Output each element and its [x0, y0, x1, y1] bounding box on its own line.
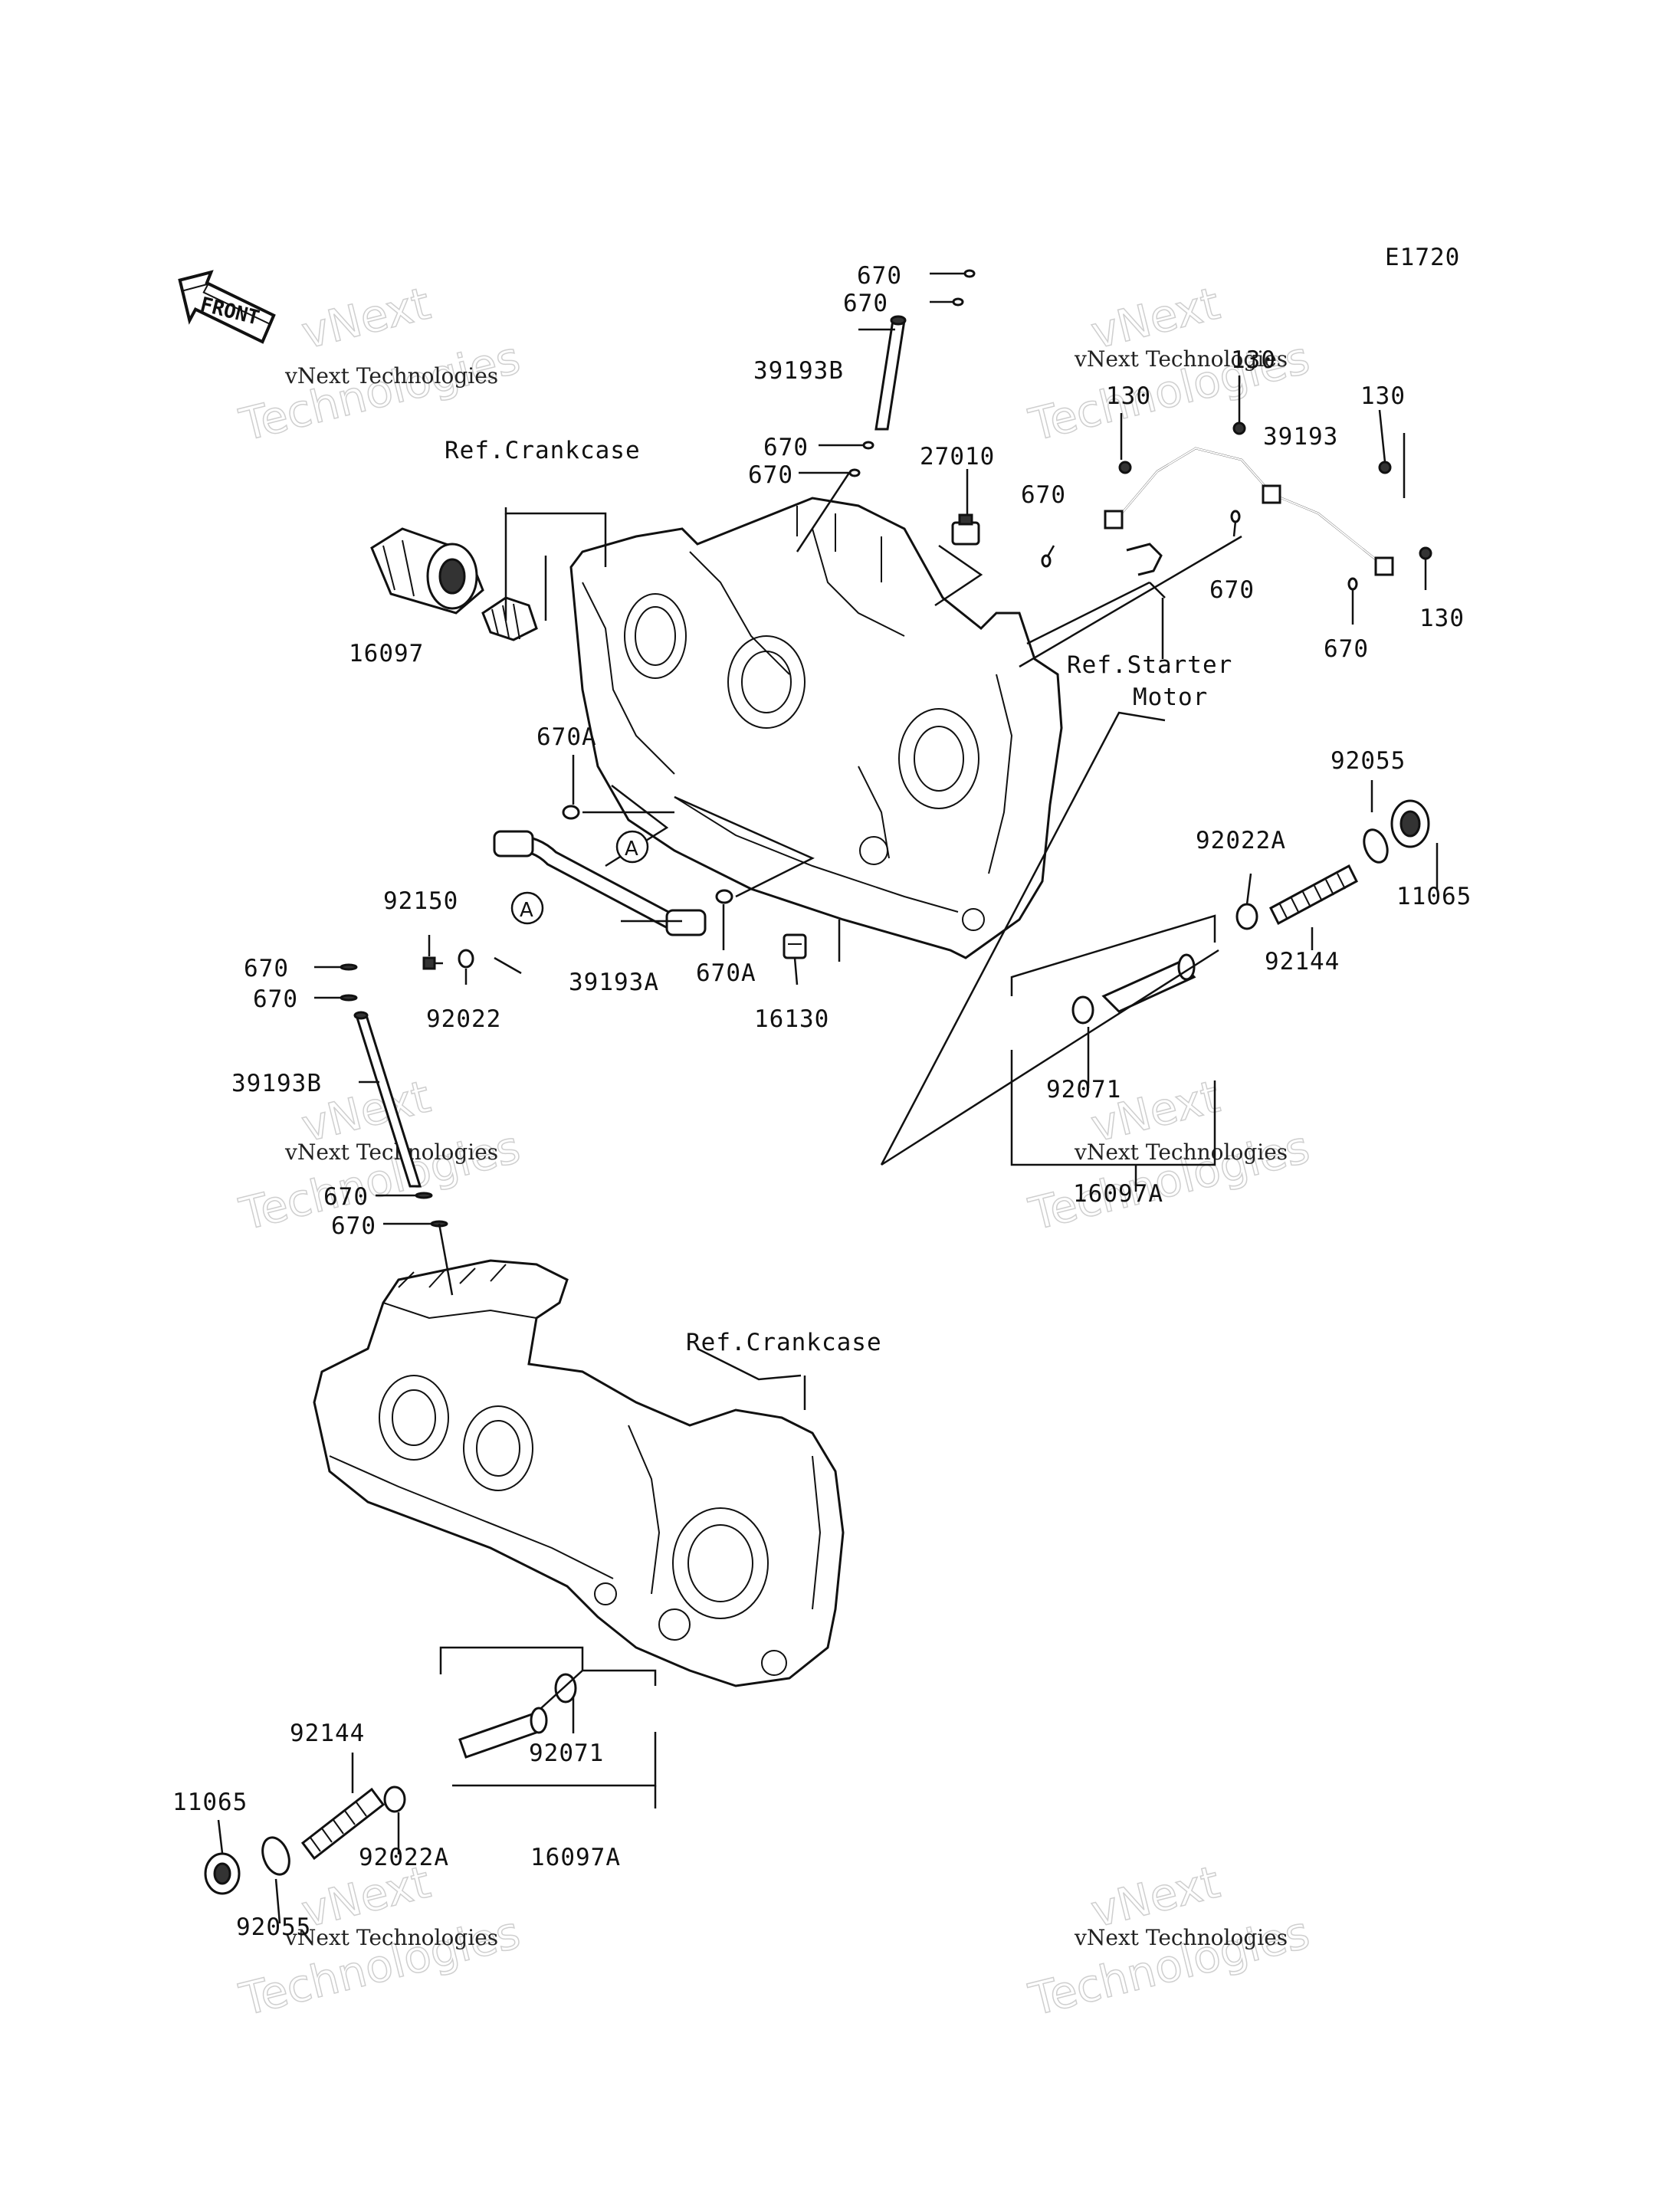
pipe-39193	[1041, 421, 1432, 591]
svg-text:vNext Technologies: vNext Technologies	[1074, 1139, 1288, 1165]
ref-crankcase-top: Ref.Crankcase	[445, 437, 641, 464]
label-670: 670	[323, 1183, 369, 1211]
label-27010: 27010	[920, 443, 995, 471]
fitting-16130	[783, 933, 807, 959]
label-670A: 670A	[696, 959, 756, 987]
watermark-top-left: vNext Technologies vNext Technologies	[234, 277, 525, 452]
label-92144: 92144	[1265, 948, 1340, 976]
label-130: 130	[1106, 382, 1151, 410]
svg-text:vNext Technologies: vNext Technologies	[284, 1925, 498, 1950]
label-670: 670	[763, 434, 809, 461]
svg-text:vNext Technologies: vNext Technologies	[1074, 1925, 1288, 1950]
svg-text:Technologies: Technologies	[1024, 1120, 1314, 1240]
label-92022A: 92022A	[359, 1844, 449, 1871]
ref-starter-motor-line2: Motor	[1133, 684, 1208, 711]
part-labels: 670 670 39193B 670 670 27010 130 130 130…	[172, 262, 1472, 1941]
crankcase-top	[569, 497, 1063, 959]
label-39193A: 39193A	[569, 969, 659, 996]
label-92055: 92055	[236, 1913, 311, 1941]
oil-filter-nipple	[481, 596, 538, 641]
label-39193B: 39193B	[753, 357, 844, 385]
label-92022: 92022	[426, 1005, 501, 1033]
bolt-92150	[422, 956, 443, 970]
label-670: 670	[244, 955, 289, 982]
svg-text:vNext Technologies: vNext Technologies	[284, 363, 498, 389]
relief-valve-lower	[204, 1673, 577, 1895]
svg-text:vNext Technologies: vNext Technologies	[1074, 346, 1288, 372]
label-670: 670	[857, 262, 902, 290]
label-92144: 92144	[290, 1720, 365, 1747]
label-670A: 670A	[536, 723, 597, 751]
label-16130: 16130	[754, 1005, 829, 1033]
svg-text:Technologies: Technologies	[235, 331, 525, 451]
label-670: 670	[843, 290, 888, 317]
svg-text:vNext Technologies: vNext Technologies	[284, 1139, 498, 1165]
label-16097A: 16097A	[1073, 1180, 1163, 1208]
label-130: 130	[1360, 382, 1406, 410]
label-670: 670	[1209, 576, 1255, 604]
pipe-39193B-top	[848, 269, 976, 477]
washer-92022	[458, 949, 474, 969]
oil-filter-16097	[370, 527, 484, 615]
label-670: 670	[748, 461, 793, 489]
diagram-code: E1720	[1385, 244, 1460, 271]
relief-valve-upper	[1071, 799, 1430, 1025]
watermark-bottom-right: vNext Technologies vNext Technologies	[1023, 1855, 1314, 2027]
label-130: 130	[1231, 346, 1276, 374]
label-670: 670	[331, 1212, 376, 1240]
switch-27010	[951, 513, 980, 546]
svg-text:Technologies: Technologies	[235, 1120, 525, 1240]
label-39193: 39193	[1263, 423, 1338, 451]
leader-lines	[217, 272, 1439, 1924]
label-39193B: 39193B	[231, 1070, 322, 1097]
ref-crankcase-bottom: Ref.Crankcase	[686, 1329, 882, 1356]
marker-a-lower: A	[510, 891, 544, 925]
front-arrow-icon: FRONT	[178, 270, 276, 344]
label-670: 670	[1324, 635, 1369, 663]
label-92022A: 92022A	[1196, 827, 1286, 854]
label-130: 130	[1419, 605, 1465, 632]
pipe-39193A	[493, 805, 733, 936]
label-92071: 92071	[1046, 1076, 1121, 1103]
crankcase-bottom	[313, 1259, 845, 1687]
svg-text:A: A	[625, 838, 638, 861]
label-11065: 11065	[172, 1789, 248, 1816]
label-16097A: 16097A	[530, 1844, 621, 1871]
label-670: 670	[253, 985, 298, 1013]
marker-a-upper: A	[615, 830, 649, 864]
svg-text:A: A	[520, 899, 533, 922]
svg-text:vNext: vNext	[297, 277, 435, 359]
label-16097: 16097	[349, 640, 424, 667]
label-92055: 92055	[1331, 747, 1406, 775]
ref-starter-motor: Ref.Starter	[1067, 651, 1232, 679]
label-670: 670	[1021, 481, 1066, 509]
svg-text:Technologies: Technologies	[1024, 1906, 1314, 2025]
label-92150: 92150	[383, 887, 458, 915]
label-92071: 92071	[529, 1740, 604, 1767]
label-11065: 11065	[1396, 883, 1472, 910]
